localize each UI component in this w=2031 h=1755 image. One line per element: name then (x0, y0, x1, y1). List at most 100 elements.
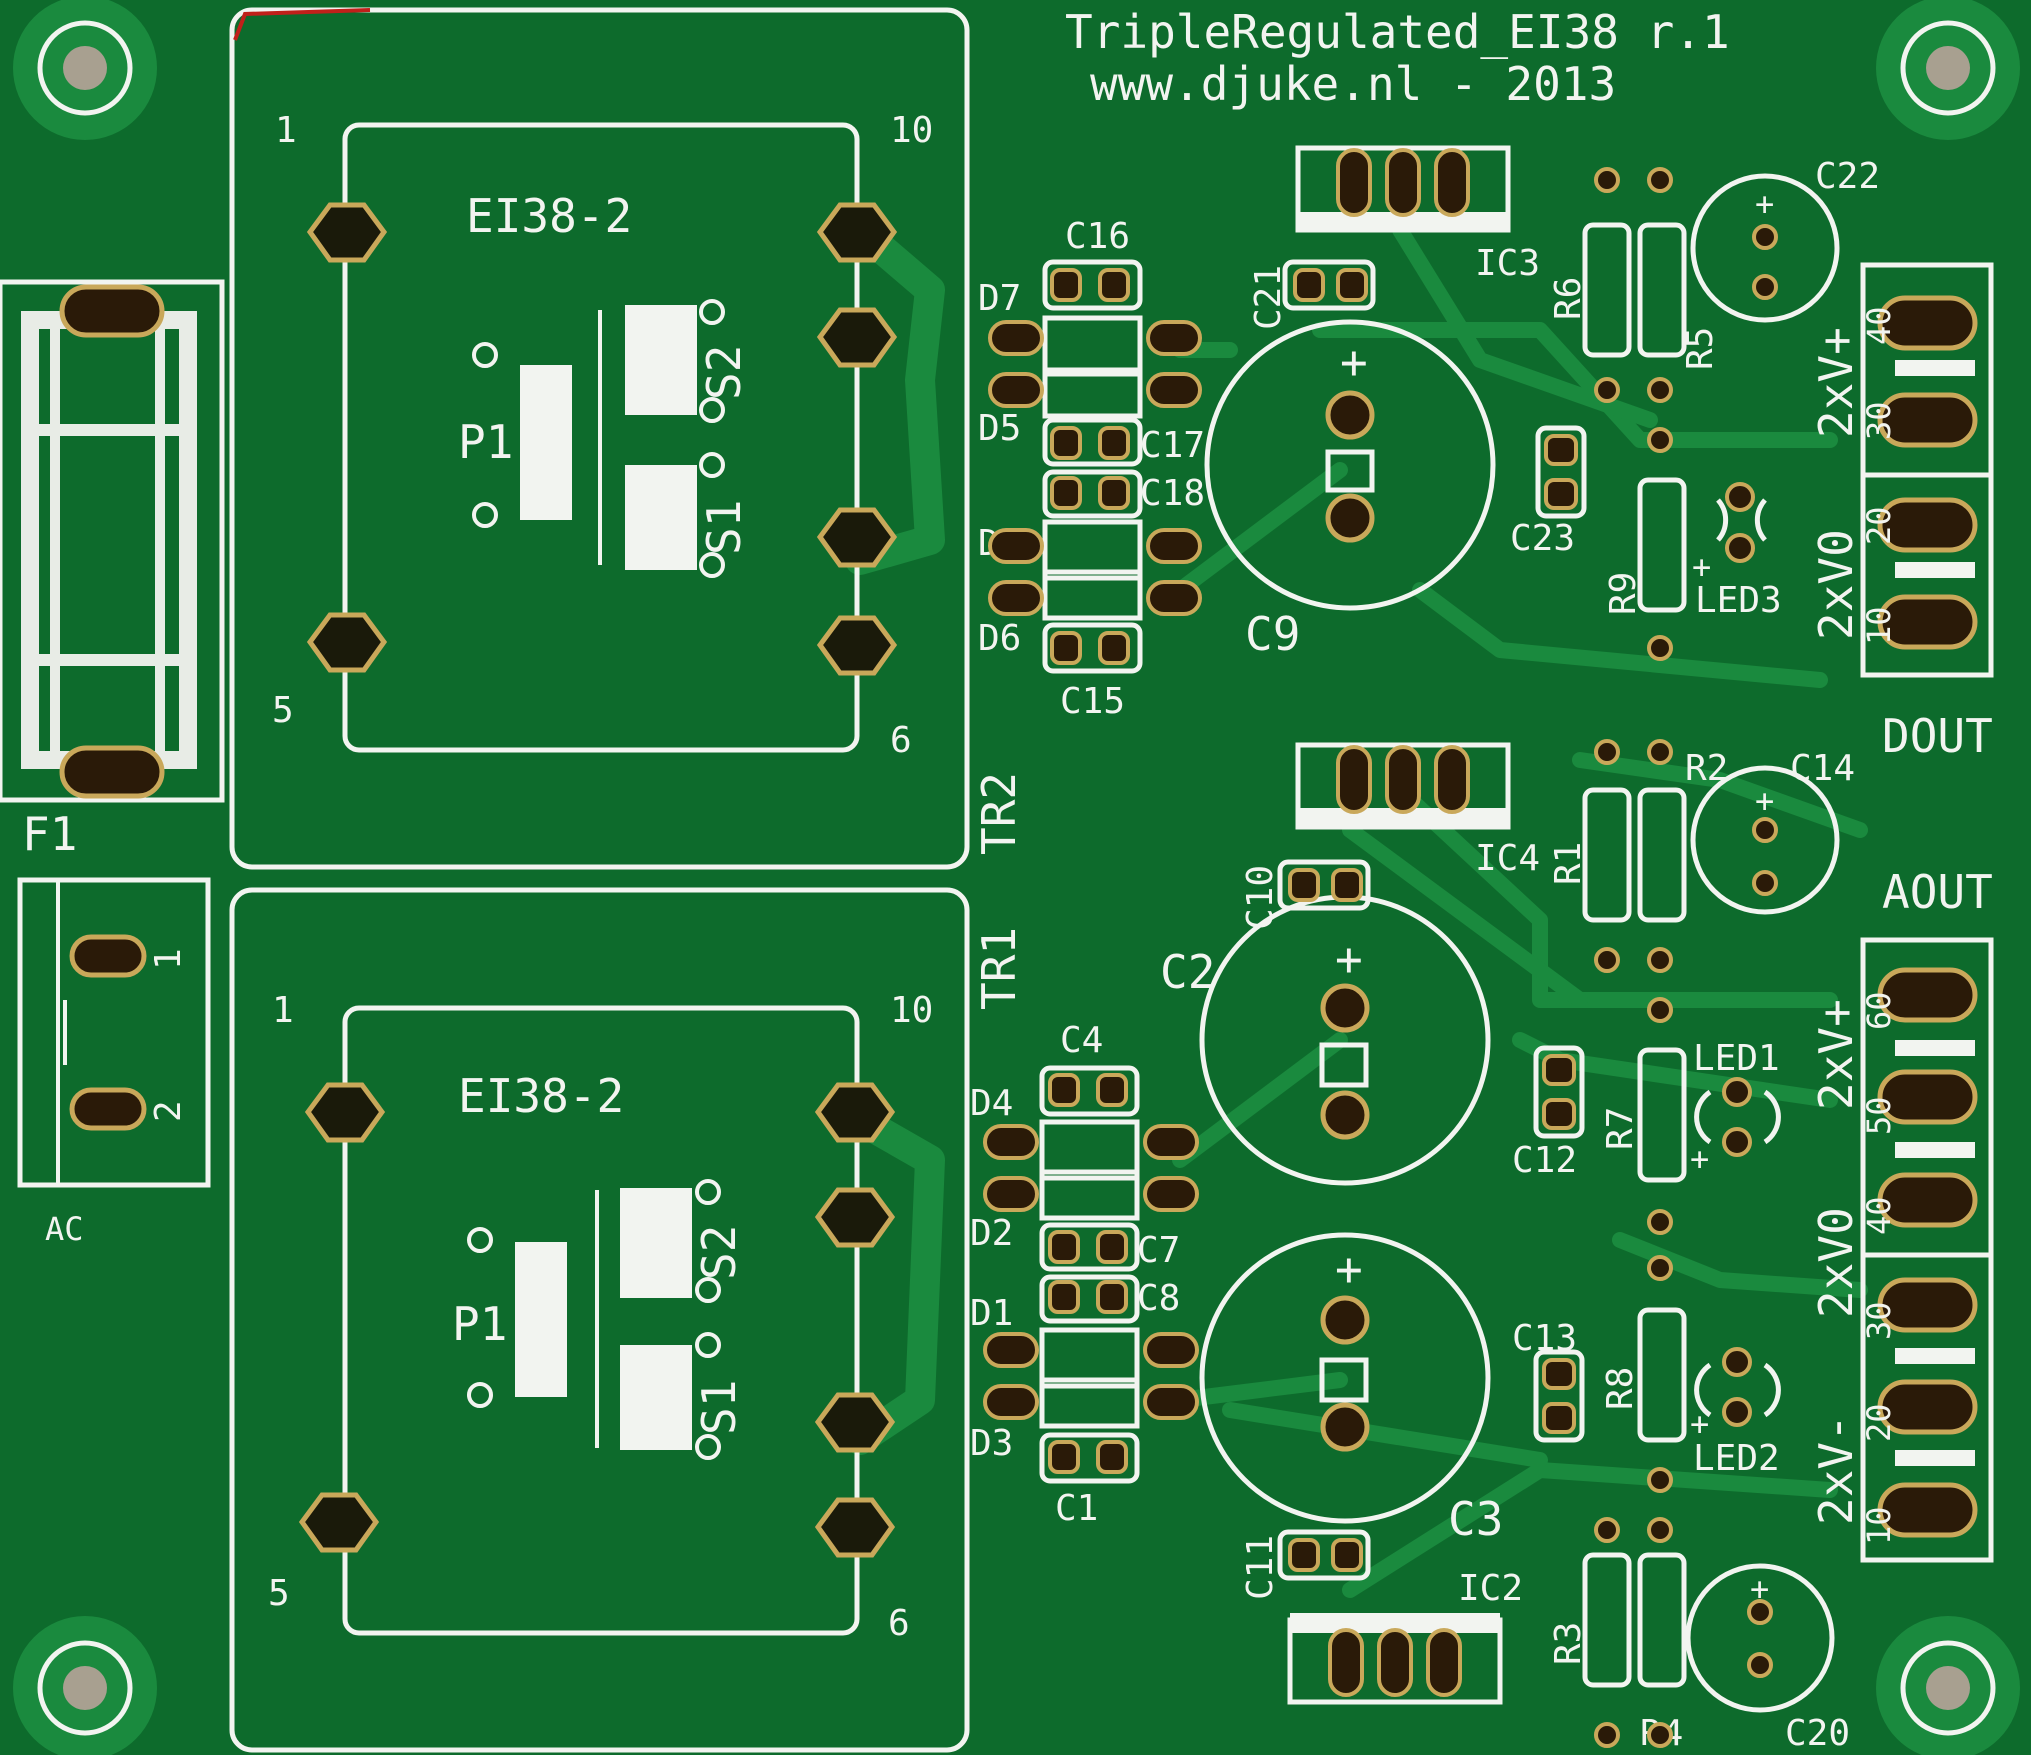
tr1-primary-label: P1 (452, 1297, 507, 1351)
board-title: TripleRegulated_EI38 r.1 (1065, 5, 1730, 59)
resistor-r8: R8 (1600, 1307, 1687, 1443)
upper-rectifier: C16 D7 D5 C17 C18 D8 D6 C15 (978, 216, 1205, 722)
resistor-r5: R5 (1637, 222, 1721, 370)
aout-rail-vminus: 2xV- (1809, 1414, 1863, 1525)
svg-text:R1: R1 (1548, 842, 1589, 885)
cap-c1-label: C1 (1055, 1488, 1098, 1529)
cap-c3: + C3 (1199, 1232, 1503, 1546)
aout-pin-30: 30 (1860, 1301, 1898, 1340)
dout-pin-30: 30 (1860, 401, 1898, 440)
tr2-pin10-label: 10 (890, 110, 933, 151)
tr1-s2-label: S2 (692, 1225, 746, 1280)
tr1-pads (298, 1082, 896, 1558)
led-led2: + LED2 (1690, 1347, 1781, 1479)
red-wire (233, 8, 371, 41)
dout-pin-10: 10 (1860, 606, 1898, 645)
mount-hole-top-right (1876, 0, 2020, 140)
svg-text:R5: R5 (1680, 327, 1721, 370)
diode-d4-label: D4 (970, 1083, 1013, 1124)
cap-c2: + C2 (1160, 894, 1491, 1186)
dout-pin-40: 40 (1860, 306, 1898, 345)
dout-rail-v0: 2xV0 (1809, 529, 1863, 640)
svg-text:R3: R3 (1548, 1622, 1589, 1665)
tr2-pin6-label: 6 (890, 720, 912, 761)
diode-d3-label: D3 (970, 1423, 1013, 1464)
dout-label: DOUT (1882, 709, 1993, 763)
cap-c10-label: C10 (1240, 865, 1281, 930)
cap-c20: + C20 (1685, 1563, 1850, 1754)
mount-hole-bottom-left (13, 1616, 157, 1755)
diode-d2-label: D2 (970, 1213, 1013, 1254)
diode-d6-label: D6 (978, 618, 1021, 659)
svg-text:R8: R8 (1600, 1367, 1641, 1410)
ic2: IC2 (1287, 1568, 1523, 1705)
cap-c13-label: C13 (1512, 1318, 1577, 1359)
mount-hole-top-left (13, 0, 157, 140)
electrolytic-caps: + C9 + C2 + C3 (1160, 319, 1503, 1546)
tr1-ref-label: TR1 (972, 927, 1026, 1010)
cap-c11-label: C11 (1240, 1535, 1281, 1600)
svg-text:R7: R7 (1600, 1107, 1641, 1150)
tr2-pads (306, 202, 898, 676)
svg-text:C20: C20 (1785, 1713, 1850, 1754)
cap-c7-label: C7 (1137, 1230, 1180, 1271)
tr1-pin6-label: 6 (888, 1603, 910, 1644)
cap-c4-label: C4 (1060, 1020, 1103, 1061)
ic4-label: IC4 (1475, 838, 1540, 879)
resistor-r7: R7 (1600, 1047, 1687, 1183)
tr2-ref-label: TR2 (972, 772, 1026, 855)
svg-text:LED2: LED2 (1693, 1438, 1780, 1479)
board-subtitle: www.djuke.nl - 2013 (1090, 57, 1616, 111)
svg-text:R9: R9 (1603, 572, 1644, 615)
resistor-r6: R6 (1548, 222, 1632, 358)
ac-connector: 1 2 AC (17, 877, 211, 1248)
ac-pin1-label: 1 (148, 948, 189, 970)
svg-text:+: + (1692, 548, 1711, 586)
diode-d7-label: D7 (978, 278, 1021, 319)
aout-rail-vplus: 2xV+ (1809, 999, 1863, 1110)
fuse-label: F1 (22, 807, 77, 861)
ic3: IC3 (1295, 145, 1540, 284)
transformer-tr1: 1 10 5 6 EI38-2 P1 S1 S2 TR1 (229, 887, 1026, 1753)
diode-d1-label: D1 (970, 1293, 1013, 1334)
cap-c17-label: C17 (1140, 425, 1205, 466)
svg-text:+: + (1335, 932, 1363, 986)
lower-rectifier: C4 D4 D2 C7 C8 D1 D3 C1 (970, 1020, 1199, 1529)
leds: + LED3 + LED1 + LED2 (1690, 482, 1782, 1479)
tr1-s1-label: S1 (692, 1380, 746, 1435)
cap-c15-label: C15 (1060, 681, 1125, 722)
aout-label: AOUT (1882, 865, 1993, 919)
svg-text:C14: C14 (1790, 748, 1855, 789)
tr2-pin5-label: 5 (272, 690, 294, 731)
small-caps: C21 C10 C11 C23 C12 C13 (1240, 259, 1587, 1600)
tr2-pin1-label: 1 (275, 110, 297, 151)
mounting-holes (13, 0, 2020, 1755)
tr1-type-label: EI38-2 (458, 1069, 624, 1123)
cap-c3-label: C3 (1448, 1492, 1503, 1546)
tr1-pin10-label: 10 (890, 990, 933, 1031)
svg-text:+: + (1690, 1140, 1709, 1178)
cap-c8-label: C8 (1137, 1278, 1180, 1319)
cap-c22: + C22 (1690, 156, 1880, 323)
ic2-label: IC2 (1458, 1568, 1523, 1609)
svg-text:R6: R6 (1548, 277, 1589, 320)
svg-text:LED1: LED1 (1693, 1038, 1780, 1079)
svg-text:+: + (1750, 1570, 1769, 1608)
transformer-tr2: 1 10 5 6 EI38-2 P1 S1 S2 TR2 (229, 7, 1026, 870)
aout-pin-10: 10 (1860, 1506, 1898, 1545)
tr1-pin5-label: 5 (268, 1573, 290, 1614)
aout-pin-20: 20 (1860, 1403, 1898, 1442)
aout-pin-60: 60 (1860, 991, 1898, 1030)
cap-c12-label: C12 (1512, 1140, 1577, 1181)
dout-connector: 40 30 20 10 2xV+ 2xV0 DOUT (1809, 262, 1994, 763)
dout-rail-vplus: 2xV+ (1809, 327, 1863, 438)
aout-pin-50: 50 (1860, 1096, 1898, 1135)
tr2-primary-label: P1 (458, 415, 513, 469)
svg-text:+: + (1690, 1405, 1709, 1443)
svg-text:+: + (1340, 335, 1368, 389)
cap-c9: + C9 (1204, 319, 1496, 661)
tr1-pin1-label: 1 (272, 990, 294, 1031)
svg-text:LED3: LED3 (1695, 580, 1782, 621)
